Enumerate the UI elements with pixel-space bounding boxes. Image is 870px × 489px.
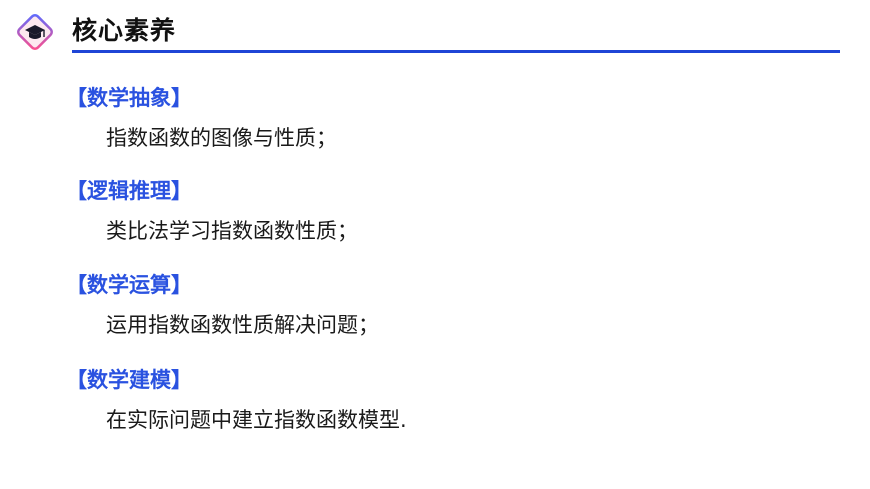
page-title: 核心素养 bbox=[72, 16, 177, 45]
section-heading: 【数学建模】 bbox=[66, 368, 192, 392]
section-description: 类比法学习指数函数性质； bbox=[106, 219, 358, 243]
section-math-abstraction: 【数学抽象】 指数函数的图像与性质； bbox=[66, 83, 337, 153]
section-math-modeling: 【数学建模】 在实际问题中建立指数函数模型. bbox=[66, 365, 407, 435]
section-description: 运用指数函数性质解决问题； bbox=[106, 313, 379, 337]
section-heading: 【数学运算】 bbox=[66, 273, 192, 297]
section-heading: 【数学抽象】 bbox=[66, 86, 192, 110]
title-underline bbox=[72, 50, 840, 53]
section-description: 在实际问题中建立指数函数模型. bbox=[106, 408, 407, 432]
section-heading: 【逻辑推理】 bbox=[66, 179, 192, 203]
graduation-cap-icon bbox=[17, 14, 53, 50]
section-description: 指数函数的图像与性质； bbox=[106, 126, 337, 150]
page-header: 核心素养 bbox=[0, 0, 870, 56]
section-logical-reasoning: 【逻辑推理】 类比法学习指数函数性质； bbox=[66, 176, 358, 246]
section-math-operation: 【数学运算】 运用指数函数性质解决问题； bbox=[66, 270, 379, 340]
